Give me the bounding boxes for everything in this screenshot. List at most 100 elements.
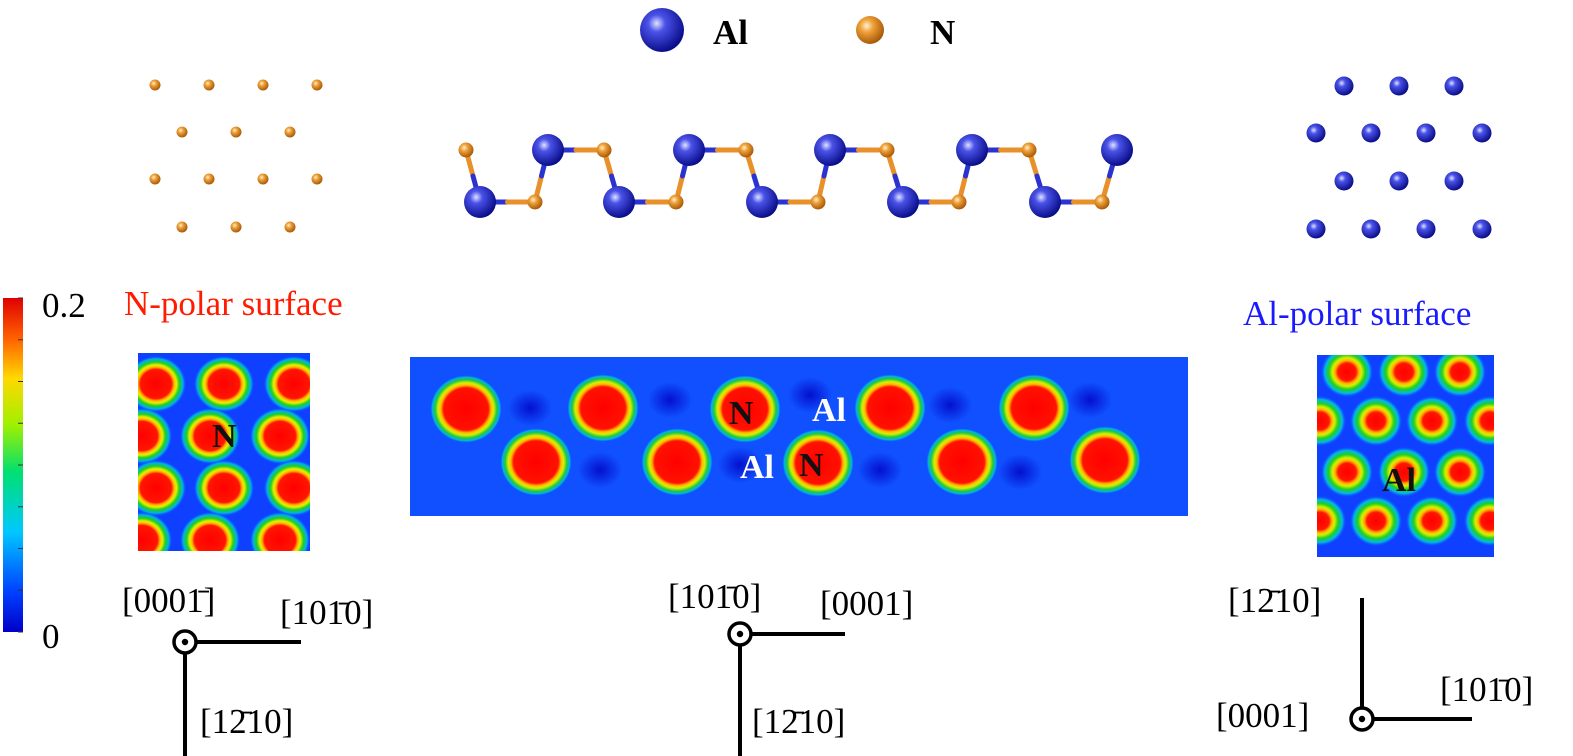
n-atom bbox=[668, 194, 684, 210]
colorbar: 0.2 0 bbox=[3, 286, 86, 656]
al-atom bbox=[814, 134, 846, 166]
n-polar-density-map bbox=[138, 353, 310, 551]
al-atom bbox=[1029, 186, 1061, 218]
density-peak bbox=[1069, 426, 1141, 494]
density-peak bbox=[782, 429, 854, 497]
density-peak bbox=[854, 374, 926, 442]
n-atom bbox=[203, 173, 215, 185]
density-peak bbox=[567, 374, 639, 442]
n-atom bbox=[149, 79, 161, 91]
density-peak bbox=[250, 408, 310, 464]
density-peak bbox=[138, 408, 172, 464]
n-atom bbox=[596, 142, 612, 158]
density-peak bbox=[641, 428, 713, 496]
n-atom bbox=[176, 126, 188, 138]
al-polar-axis-out: [0001] bbox=[1216, 696, 1309, 735]
legend-al-label: Al bbox=[713, 13, 748, 52]
n-polar-axis-out: [0001̄] bbox=[122, 581, 215, 620]
side-label-al-top: Al bbox=[812, 392, 846, 429]
density-peak bbox=[709, 375, 781, 443]
n-atom bbox=[311, 173, 323, 185]
al-polar-axis-right: [101̄0] bbox=[1440, 670, 1533, 709]
density-peak bbox=[1350, 496, 1402, 546]
density-minimum bbox=[998, 454, 1042, 490]
legend-al-atom-icon bbox=[640, 8, 684, 52]
n-atom bbox=[810, 194, 826, 210]
density-peak bbox=[926, 428, 998, 496]
side-axis-right: [0001] bbox=[820, 584, 913, 623]
side-density-map bbox=[410, 357, 1188, 516]
al-atom bbox=[956, 134, 988, 166]
al-atom bbox=[1334, 76, 1354, 96]
al-polar-axis-up: [12̄10] bbox=[1228, 581, 1321, 620]
density-peak bbox=[998, 374, 1070, 442]
al-atom bbox=[887, 186, 919, 218]
atom-legend: Al N bbox=[640, 8, 955, 52]
density-peak bbox=[1350, 396, 1402, 446]
density-peak bbox=[500, 428, 572, 496]
n-atom bbox=[458, 142, 474, 158]
al-atom bbox=[464, 186, 496, 218]
density-peak bbox=[1434, 447, 1486, 497]
n-atom bbox=[203, 79, 215, 91]
density-peak bbox=[138, 512, 172, 551]
density-peak bbox=[1317, 396, 1346, 446]
density-peak bbox=[194, 460, 254, 516]
density-peak bbox=[1378, 355, 1430, 397]
n-polar-atom-label: N bbox=[212, 418, 237, 455]
n-atom bbox=[149, 173, 161, 185]
al-polar-title: Al-polar surface bbox=[1243, 294, 1471, 333]
n-atom bbox=[879, 142, 895, 158]
axes-al-polar: [12̄10] [0001] [101̄0] bbox=[1216, 581, 1533, 735]
al-atom bbox=[532, 134, 564, 166]
al-atom bbox=[1361, 123, 1381, 143]
density-peak bbox=[1317, 496, 1346, 546]
legend-n-atom-icon bbox=[856, 16, 884, 44]
alternating-al-n-chain bbox=[458, 134, 1133, 218]
al-atom bbox=[1389, 76, 1409, 96]
density-peak bbox=[430, 375, 502, 443]
al-atom bbox=[603, 186, 635, 218]
density-peak bbox=[180, 408, 240, 464]
n-atom bbox=[527, 194, 543, 210]
side-label-n-bottom: N bbox=[799, 447, 824, 484]
n-atom bbox=[1021, 142, 1037, 158]
al-atom bbox=[1472, 123, 1492, 143]
n-atom bbox=[230, 126, 242, 138]
density-minimum bbox=[928, 387, 972, 423]
density-peak bbox=[264, 460, 310, 516]
density-peak bbox=[1321, 447, 1373, 497]
colorbar-min-label: 0 bbox=[42, 617, 60, 656]
al-lattice-top-view bbox=[1306, 76, 1492, 239]
density-minimum bbox=[648, 382, 692, 418]
density-minimum bbox=[508, 390, 552, 426]
al-atom bbox=[1444, 76, 1464, 96]
al-atom bbox=[1306, 219, 1326, 239]
density-minimum bbox=[788, 377, 832, 413]
al-atom bbox=[1416, 123, 1436, 143]
al-atom bbox=[1472, 219, 1492, 239]
al-atom bbox=[1101, 134, 1133, 166]
n-polar-title: N-polar surface bbox=[124, 284, 343, 323]
n-atom bbox=[311, 79, 323, 91]
al-polar-density-map bbox=[1317, 355, 1494, 557]
al-atom bbox=[746, 186, 778, 218]
density-peak bbox=[180, 512, 240, 551]
density-minimum bbox=[858, 452, 902, 488]
al-atom bbox=[1361, 219, 1381, 239]
density-peak bbox=[264, 356, 310, 412]
n-atom bbox=[738, 142, 754, 158]
density-peak bbox=[138, 356, 186, 412]
density-peak bbox=[1406, 496, 1458, 546]
n-polar-axis-right: [101̄0] bbox=[280, 593, 373, 632]
density-minimum bbox=[718, 447, 762, 483]
n-atom bbox=[284, 221, 296, 233]
al-atom bbox=[1444, 171, 1464, 191]
side-label-al-bottom: Al bbox=[740, 449, 774, 486]
n-atom bbox=[257, 173, 269, 185]
side-axis-down: [12̄10] bbox=[752, 702, 845, 741]
legend-n-label: N bbox=[930, 13, 955, 52]
n-atom bbox=[230, 221, 242, 233]
density-minimum bbox=[578, 452, 622, 488]
